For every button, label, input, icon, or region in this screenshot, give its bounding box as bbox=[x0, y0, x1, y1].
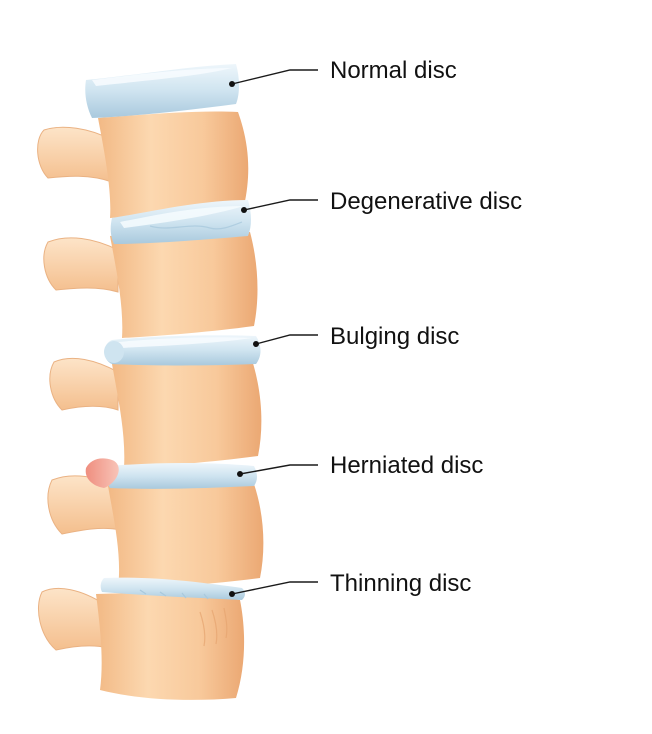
herniation bbox=[85, 458, 119, 488]
vertebral-body-3 bbox=[112, 359, 262, 468]
disc-degenerative bbox=[110, 200, 251, 244]
callout-normal: Normal disc bbox=[229, 57, 457, 87]
spinous-process-3 bbox=[49, 357, 119, 411]
label-degenerative-disc: Degenerative disc bbox=[330, 188, 522, 215]
vertebra-5 bbox=[38, 587, 245, 700]
callout-bulging: Bulging disc bbox=[253, 323, 459, 350]
vertebral-body-1 bbox=[98, 111, 249, 218]
disc-herniated bbox=[85, 458, 257, 489]
label-herniated-disc: Herniated disc bbox=[330, 452, 483, 479]
callout-thinning: Thinning disc bbox=[229, 570, 471, 597]
callout-herniated: Herniated disc bbox=[237, 452, 483, 479]
disc-normal bbox=[85, 64, 239, 118]
vertebra-1 bbox=[37, 111, 249, 218]
spinous-process-1 bbox=[37, 126, 113, 183]
vertebral-body-5 bbox=[96, 593, 245, 700]
vertebral-body-2 bbox=[110, 231, 258, 338]
vertebra-2 bbox=[43, 231, 258, 338]
spinous-process-4 bbox=[47, 475, 121, 535]
vertebra-3 bbox=[49, 357, 262, 468]
disc-bulging bbox=[104, 335, 261, 366]
label-normal-disc: Normal disc bbox=[330, 57, 457, 84]
disc-thinning bbox=[100, 577, 245, 600]
spinous-process-2 bbox=[43, 237, 119, 293]
label-bulging-disc: Bulging disc bbox=[330, 323, 459, 350]
spinous-process-5 bbox=[38, 587, 109, 651]
vertebra-4 bbox=[47, 475, 264, 588]
callout-degenerative: Degenerative disc bbox=[241, 188, 522, 215]
vertebral-body-4 bbox=[108, 481, 264, 588]
label-thinning-disc: Thinning disc bbox=[330, 570, 471, 597]
